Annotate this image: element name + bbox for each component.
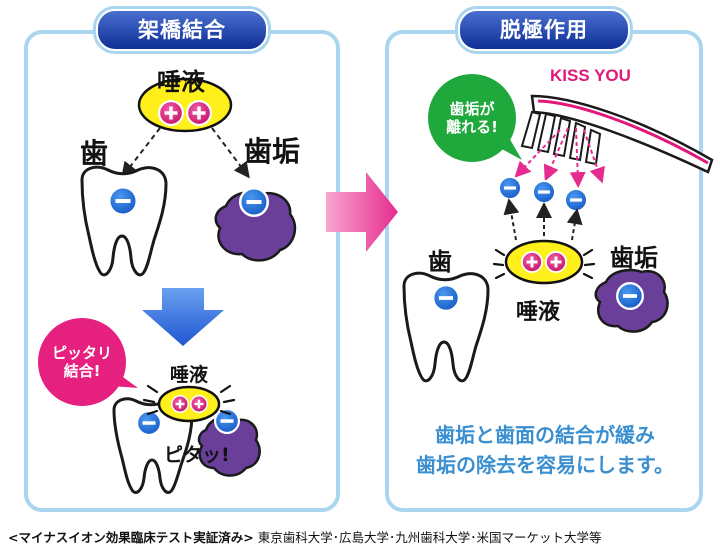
bonded-plaque-icon — [197, 408, 261, 477]
tooth-label: 歯 — [80, 137, 109, 170]
attraction-arrows — [121, 127, 250, 179]
minus-ion-1 — [498, 176, 522, 200]
tooth-icon — [80, 165, 168, 277]
plaque-icon — [214, 187, 297, 262]
saliva-label-right: 唾液 — [516, 300, 561, 325]
caption-line1: 歯垢と歯面の結合が緩み — [435, 423, 655, 447]
tooth-label-right: 歯 — [428, 248, 452, 276]
minus-ion-3 — [564, 188, 588, 212]
stick-label: ピタッ! — [164, 444, 230, 466]
brush-arrows — [514, 127, 605, 188]
tooth-icon-right — [402, 271, 490, 383]
tight-bond-line1: ピッタリ — [51, 344, 112, 362]
minus-ion-2 — [532, 180, 556, 204]
crosslink-title: 架橋結合 — [96, 9, 268, 51]
saliva-oval-right — [492, 239, 596, 285]
clinical-note-institutions: 東京歯科大学･広島大学･九州歯科大学･米国マーケット大学等 — [257, 530, 602, 545]
plaque-label: 歯垢 — [244, 135, 301, 168]
transition-arrow — [326, 172, 398, 252]
saliva-oval-bottom — [142, 384, 236, 423]
clinical-note: <マイナスイオン効果臨床テスト実証済み> 東京歯科大学･広島大学･九州歯科大学･… — [8, 527, 716, 546]
saliva-label: 唾液 — [157, 68, 205, 96]
plaque-icon-right — [594, 268, 669, 333]
saliva-oval-top — [137, 77, 233, 133]
release-arrows — [503, 198, 583, 241]
down-arrow — [142, 288, 224, 346]
tight-bond-line2: 結合! — [63, 362, 101, 380]
clinical-note-title: <マイナスイオン効果臨床テスト実証済み> — [8, 530, 254, 545]
release-line2: 離れる! — [446, 118, 498, 136]
plaque-release-bubble: 歯垢が離れる! — [428, 74, 516, 162]
caption-line2: 歯垢の除去を容易にします。 — [416, 453, 674, 477]
toothbrush-icon — [520, 94, 714, 174]
plaque-label-right: 歯垢 — [610, 244, 658, 272]
tight-bond-bubble: ピッタリ結合! — [38, 318, 126, 406]
saliva-label-bottom: 唾液 — [170, 364, 209, 386]
brand-label: KISS YOU — [550, 66, 631, 85]
effect-caption: 歯垢と歯面の結合が緩み 歯垢の除去を容易にします。 — [392, 420, 698, 480]
release-line1: 歯垢が — [449, 100, 495, 118]
depolarization-title: 脱極作用 — [458, 9, 630, 51]
